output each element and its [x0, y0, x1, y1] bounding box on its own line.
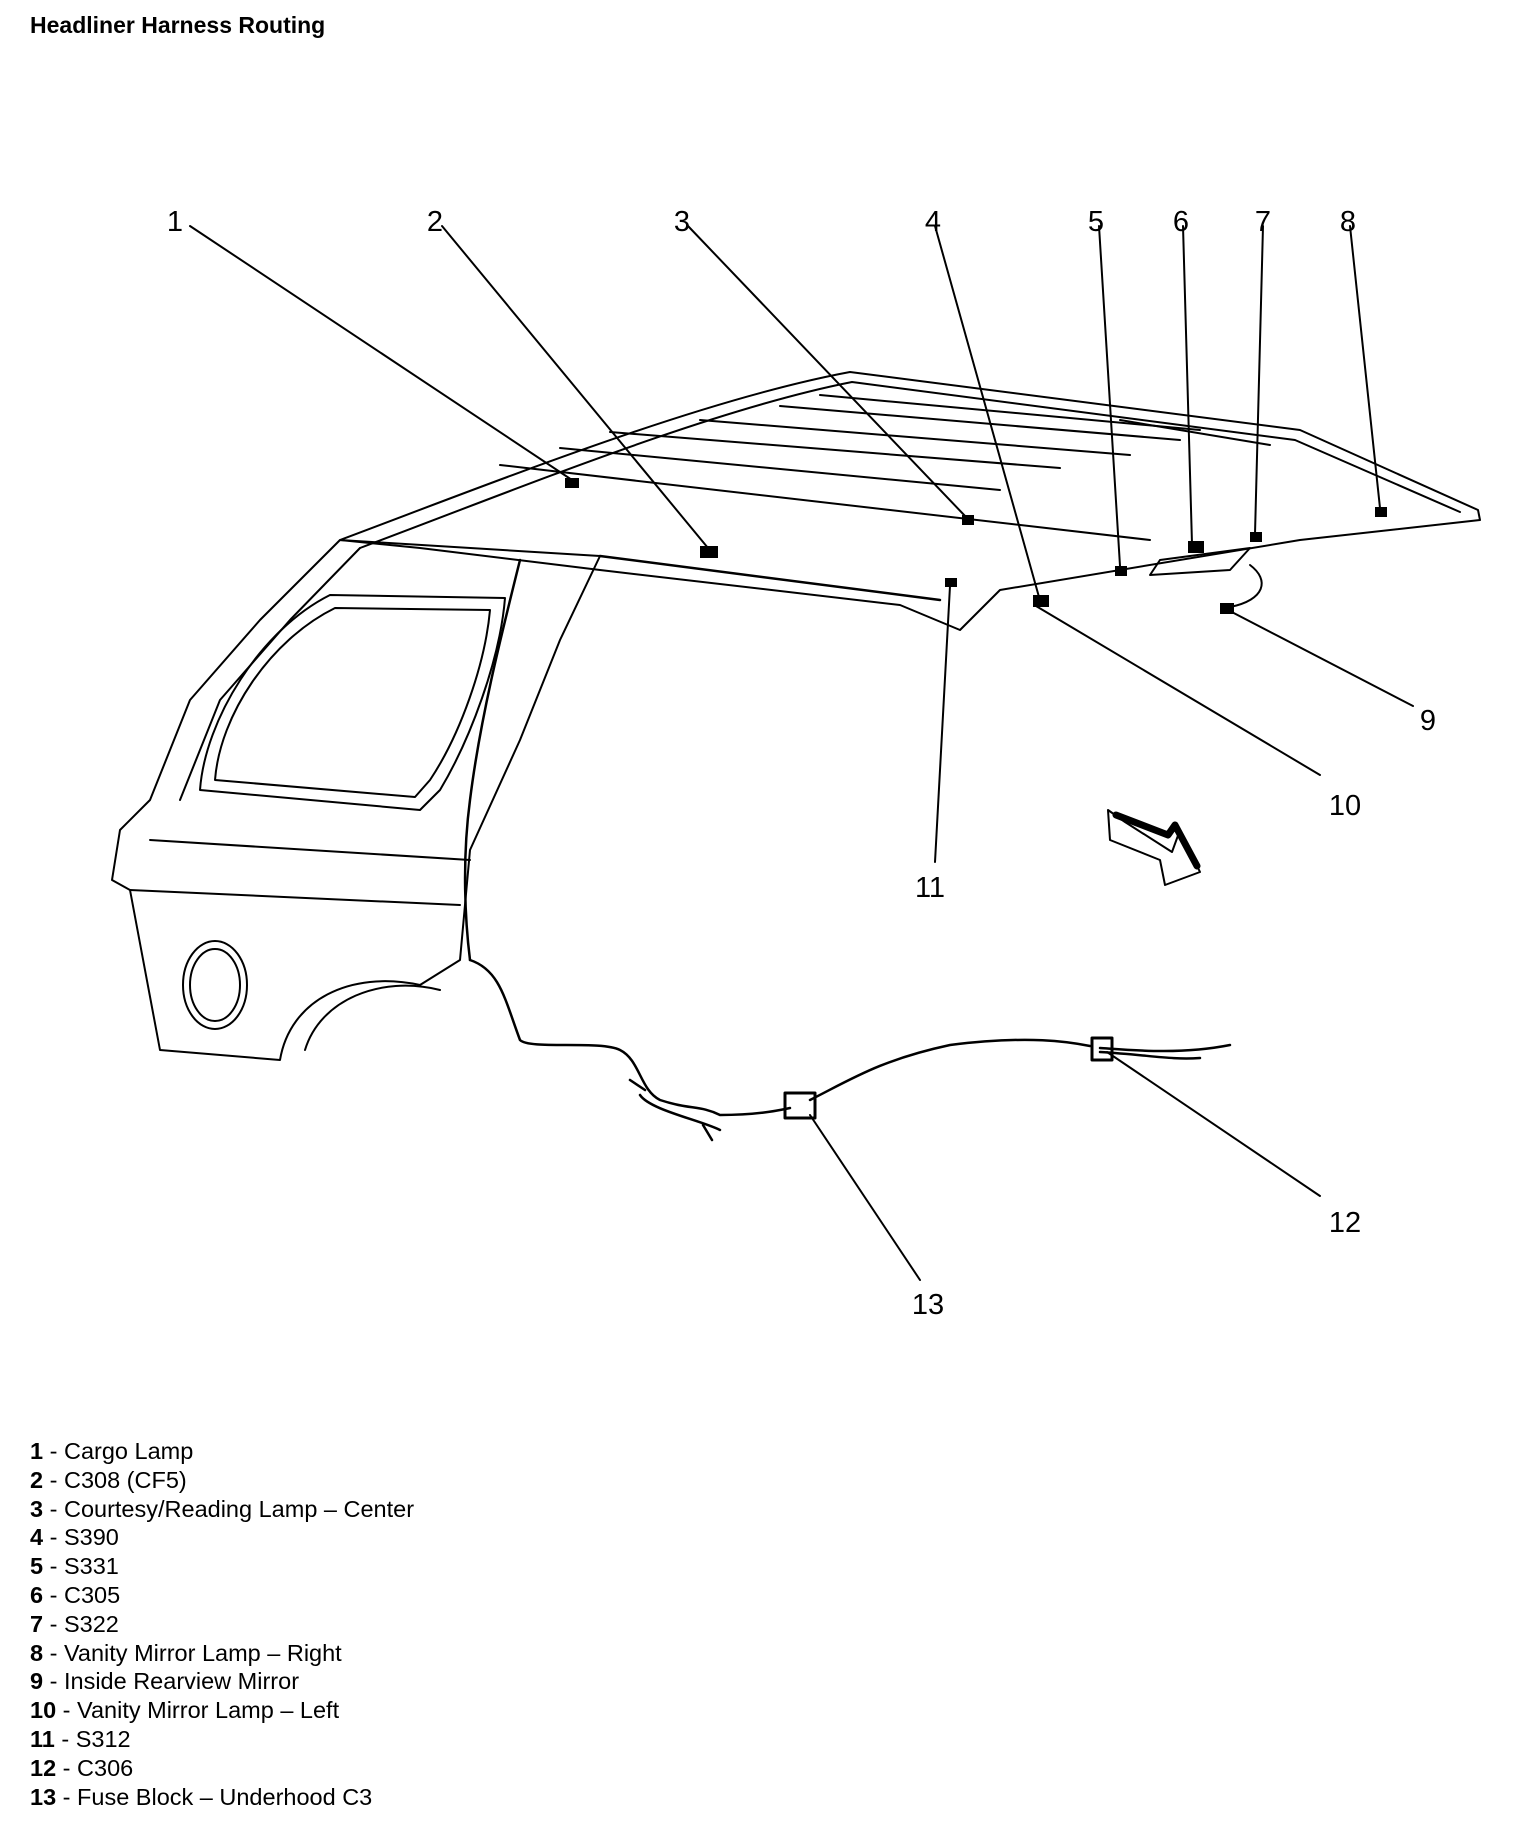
callout-11: 11 [915, 872, 945, 904]
legend-item-4: 4 - S390 [30, 1524, 119, 1551]
legend-item-10: 10 - Vanity Mirror Lamp – Left [30, 1697, 340, 1724]
legend-item-8: 8 - Vanity Mirror Lamp – Right [30, 1639, 342, 1666]
legend-item-9: 9 - Inside Rearview Mirror [30, 1668, 300, 1695]
page-title: Headliner Harness Routing [30, 12, 326, 38]
legend: 1 - Cargo Lamp 2 - C308 (CF5) 3 - Courte… [30, 1437, 414, 1811]
callout-12: 12 [1329, 1207, 1361, 1239]
legend-item-1: 1 - Cargo Lamp [30, 1438, 194, 1464]
legend-item-13: 13 - Fuse Block – Underhood C3 [30, 1783, 373, 1810]
callout-6: 6 [1173, 206, 1189, 238]
callout-10: 10 [1329, 790, 1361, 822]
legend-item-2: 2 - C308 (CF5) [30, 1466, 187, 1493]
leader-lines [189, 225, 1414, 1281]
callout-4: 4 [925, 206, 941, 238]
callout-1: 1 [167, 206, 183, 238]
callout-5: 5 [1088, 206, 1104, 238]
callout-7: 7 [1255, 206, 1271, 238]
legend-item-11: 11 - S312 [30, 1725, 131, 1752]
callout-3: 3 [674, 206, 690, 238]
legend-item-5: 5 - S331 [30, 1553, 119, 1580]
legend-item-12: 12 - C306 [30, 1754, 134, 1781]
legend-item-6: 6 - C305 [30, 1581, 121, 1608]
callout-13: 13 [912, 1289, 944, 1321]
legend-item-7: 7 - S322 [30, 1610, 119, 1637]
front-direction-arrow [1107, 809, 1201, 886]
callout-8: 8 [1340, 206, 1356, 238]
headliner-panel [339, 371, 1481, 631]
component-markers [565, 478, 1387, 614]
legend-item-3: 3 - Courtesy/Reading Lamp – Center [30, 1495, 415, 1522]
wiring-harness [463, 554, 1232, 1142]
rear-quarter-body [111, 539, 601, 1061]
callout-numbers: 1 2 3 4 5 6 7 8 9 10 11 12 13 [167, 206, 1436, 1321]
callout-2: 2 [427, 206, 443, 238]
callout-9: 9 [1420, 705, 1436, 737]
